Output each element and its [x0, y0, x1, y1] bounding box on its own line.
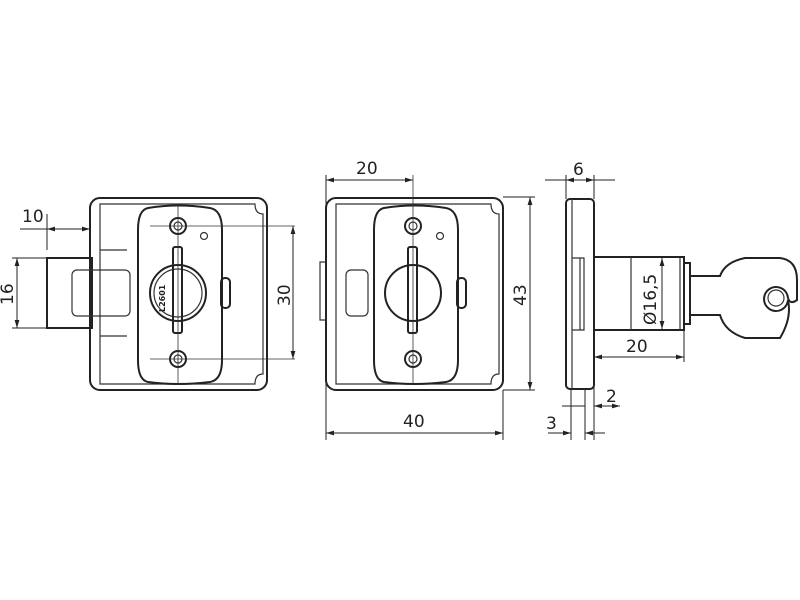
- dim-height: 43: [511, 284, 531, 306]
- pin-hole: [199, 231, 209, 241]
- cylinder-rings: [630, 257, 681, 330]
- plate-inner-edge: [99, 203, 264, 385]
- key-hole: [767, 289, 785, 307]
- dim-flange-thickness: 6: [573, 160, 584, 180]
- dim-bolt-projection: 10: [22, 207, 44, 227]
- dim-step-3: 3: [546, 414, 557, 434]
- dim-step-2: 2: [606, 387, 617, 407]
- rear-dim-ext: [325, 175, 535, 440]
- flange-detail: [571, 199, 585, 389]
- front-view: L2601 10 16 30: [0, 197, 296, 391]
- dim-screw-spacing: 30: [275, 284, 295, 306]
- escutcheon: [137, 204, 223, 385]
- mounting-plate-2: [325, 197, 504, 391]
- center-lines: [150, 205, 295, 385]
- dim-10-ext: [46, 214, 91, 250]
- bolt-guides: [100, 249, 127, 337]
- dim-cylinder-offset: 20: [356, 159, 378, 179]
- rear-view: 20 43 40: [319, 159, 535, 440]
- key-slot: [172, 246, 183, 334]
- side-dim-ext: [565, 175, 685, 440]
- bolt: [46, 257, 93, 329]
- dim-bolt-height: 16: [0, 283, 18, 305]
- cylinder-marking: L2601: [158, 284, 167, 312]
- bolt-slot-2: [345, 269, 369, 317]
- key-slot-2: [407, 246, 418, 334]
- escutcheon-2: [373, 204, 459, 385]
- dim-cylinder-length: 20: [626, 337, 648, 357]
- side-tab: [220, 277, 231, 309]
- side-tab-2: [456, 277, 467, 309]
- cylinder-body: [593, 256, 685, 331]
- dim-cylinder-diameter: Ø16,5: [641, 274, 661, 325]
- key: [690, 257, 798, 339]
- plate-inner-edge-2: [335, 203, 500, 385]
- cylinder-cap: [684, 262, 691, 325]
- dim-width: 40: [403, 412, 425, 432]
- mounting-plate: [89, 197, 268, 391]
- bolt-slot: [71, 269, 131, 317]
- pin-hole-2: [435, 231, 445, 241]
- side-view: 6 Ø16,5 20 2 3: [545, 160, 798, 440]
